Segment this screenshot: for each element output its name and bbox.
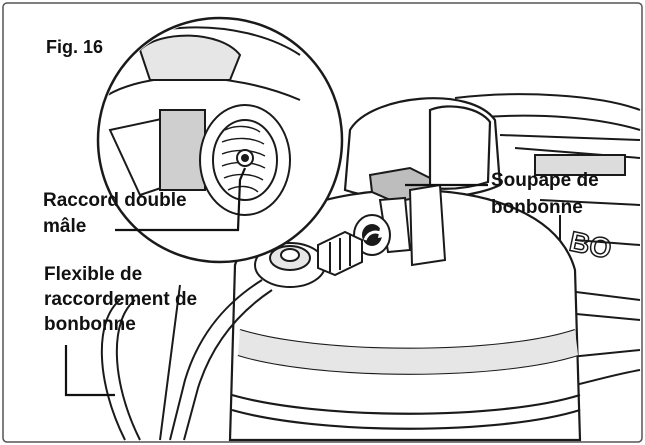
hose (169, 279, 273, 441)
callout-raccord-line1: Raccord double (43, 190, 187, 211)
callout-flexible-line3: bonbonne (44, 314, 136, 335)
figure-number: Fig. 16 (46, 37, 104, 57)
callout-leaders (64, 167, 488, 397)
callout-raccord-line2: mâle (43, 216, 87, 237)
callout-flexible-line1: Flexible de (44, 264, 143, 285)
grill-body: BO (454, 93, 641, 393)
curved-arrow-icon (363, 228, 388, 241)
callout-soupape-line1: Soupape de (491, 170, 599, 191)
callout-flexible-line2: raccordement de (44, 289, 198, 310)
regulator (254, 230, 363, 288)
detail-magnifier (96, 16, 344, 264)
callout-soupape-line2: bonbonne (491, 197, 583, 218)
grill-rails (100, 284, 181, 441)
